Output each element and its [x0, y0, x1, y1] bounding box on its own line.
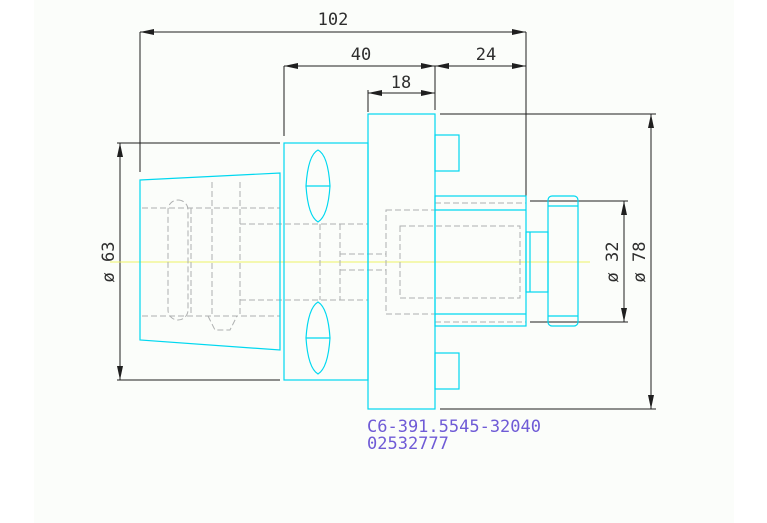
dim-text-diameter-78: ø 78 [630, 242, 650, 283]
arrow-right-102 [512, 29, 526, 35]
bore-shank [434, 195, 527, 327]
arrow-left-102 [140, 29, 154, 35]
tapered-shank [139, 172, 281, 351]
end-cap [547, 195, 579, 327]
dim-text-diameter-63: ø 63 [99, 242, 119, 283]
part-outline [139, 113, 579, 410]
arrow-left-18 [368, 90, 382, 96]
arrow-left-24 [435, 63, 449, 69]
arrow-bottom-78 [648, 395, 654, 409]
arrow-top-63 [117, 143, 123, 157]
dim-text-24: 24 [476, 45, 496, 65]
key-block-top [434, 134, 460, 172]
arrow-bottom-63 [117, 366, 123, 380]
part-number-label: 02532777 [367, 434, 449, 454]
key-block-bottom [434, 352, 460, 390]
hidden-lines [142, 182, 527, 331]
dim-text-40: 40 [351, 45, 371, 65]
dim-text-102: 102 [318, 10, 349, 30]
arrow-left-40 [284, 63, 298, 69]
arrow-right-18 [421, 90, 435, 96]
dimension-lines [117, 29, 656, 410]
dim-text-18: 18 [391, 73, 411, 93]
dim-text-diameter-32: ø 32 [603, 242, 623, 283]
drive-slot-top [305, 149, 331, 223]
drive-slot-bottom [305, 301, 331, 375]
arrow-top-32 [621, 201, 627, 215]
arrow-right-40 [421, 63, 435, 69]
arrow-top-78 [648, 114, 654, 128]
part-code-label: C6-391.5545-32040 [367, 417, 541, 437]
arrow-right-24 [512, 63, 526, 69]
arrow-bottom-32 [621, 308, 627, 322]
